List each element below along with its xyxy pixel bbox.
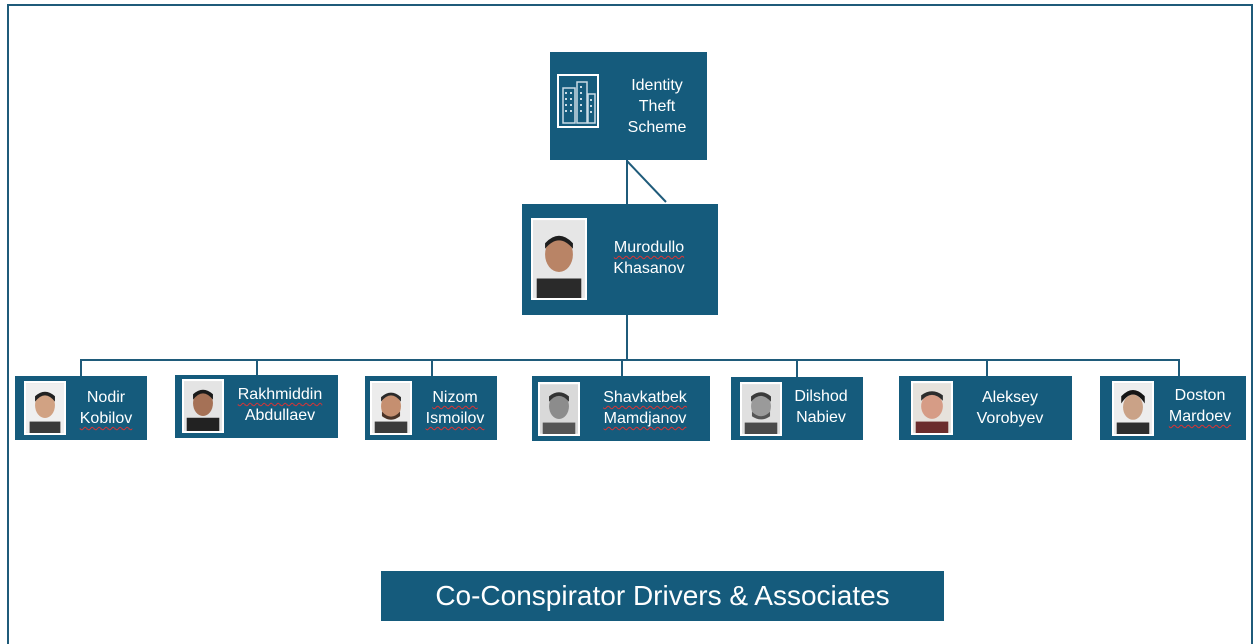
- connector-horizontal: [80, 359, 1180, 361]
- connector-drop-3: [431, 359, 433, 377]
- connector-drop-5: [796, 359, 798, 377]
- connector-root-to-leader: [626, 160, 628, 204]
- associate-first-name: Rakhmiddin: [237, 386, 323, 403]
- associate-photo: [740, 382, 782, 436]
- associate-name: Nodir Kobilov: [73, 387, 139, 429]
- associate-last-name: Vorobyev: [976, 410, 1044, 427]
- leader-node[interactable]: Murodullo Khasanov: [522, 204, 718, 315]
- associate-first-name: Nodir: [86, 389, 126, 406]
- associate-first-name: Dilshod: [794, 388, 848, 405]
- associate-photo: [538, 382, 580, 436]
- associate-node-3[interactable]: Nizom Ismoilov: [365, 376, 497, 440]
- connector-drop-1: [80, 359, 82, 377]
- associate-name: Dilshod Nabiev: [785, 386, 857, 428]
- root-node[interactable]: Identity Theft Scheme: [550, 52, 707, 160]
- associate-last-name: Abdullaev: [244, 407, 316, 424]
- associate-first-name: Aleksey: [981, 389, 1039, 406]
- associate-last-name: Mardoev: [1168, 408, 1232, 425]
- associate-node-4[interactable]: Shavkatbek Mamdjanov: [532, 376, 710, 441]
- associate-node-1[interactable]: Nodir Kobilov: [15, 376, 147, 440]
- associates-banner: Co-Conspirator Drivers & Associates: [381, 571, 944, 621]
- root-title-line-2: Theft: [638, 98, 676, 115]
- associate-last-name: Mamdjanov: [603, 410, 687, 427]
- associate-first-name: Nizom: [432, 389, 478, 406]
- associate-photo: [24, 381, 66, 435]
- associate-photo: [182, 379, 224, 433]
- connector-drop-2: [256, 359, 258, 375]
- associate-name: Aleksey Vorobyev: [963, 387, 1057, 429]
- associate-first-name: Shavkatbek: [603, 389, 687, 406]
- leader-first-name: Murodullo: [613, 239, 685, 256]
- associate-last-name: Nabiev: [796, 409, 846, 426]
- diagram-frame: [7, 4, 1253, 644]
- associate-node-7[interactable]: Doston Mardoev: [1100, 376, 1246, 440]
- associate-last-name: Kobilov: [79, 410, 133, 427]
- associate-photo: [911, 381, 953, 435]
- associate-photo: [370, 381, 412, 435]
- associate-node-2[interactable]: Rakhmiddin Abdullaev: [175, 375, 338, 438]
- associate-node-6[interactable]: Aleksey Vorobyev: [899, 376, 1072, 440]
- leader-name: Murodullo Khasanov: [590, 237, 708, 279]
- associate-name: Rakhmiddin Abdullaev: [227, 384, 333, 426]
- associate-node-5[interactable]: Dilshod Nabiev: [731, 377, 863, 440]
- associate-name: Shavkatbek Mamdjanov: [588, 387, 702, 429]
- associate-name: Doston Mardoev: [1158, 385, 1242, 427]
- root-title-line-1: Identity: [631, 77, 683, 94]
- connector-diagonal: [626, 160, 667, 203]
- associate-name: Nizom Ismoilov: [417, 387, 493, 429]
- connector-drop-4: [621, 359, 623, 377]
- associate-photo: [1112, 381, 1154, 436]
- leader-photo: [531, 218, 587, 300]
- connector-leader-down: [626, 315, 628, 360]
- associate-last-name: Ismoilov: [425, 410, 485, 427]
- connector-drop-6: [986, 359, 988, 377]
- leader-last-name: Khasanov: [613, 260, 685, 277]
- connector-drop-7: [1178, 359, 1180, 377]
- root-title-line-3: Scheme: [627, 119, 687, 136]
- buildings-icon: [557, 74, 599, 128]
- root-title: Identity Theft Scheme: [612, 75, 702, 138]
- associate-first-name: Doston: [1174, 387, 1226, 404]
